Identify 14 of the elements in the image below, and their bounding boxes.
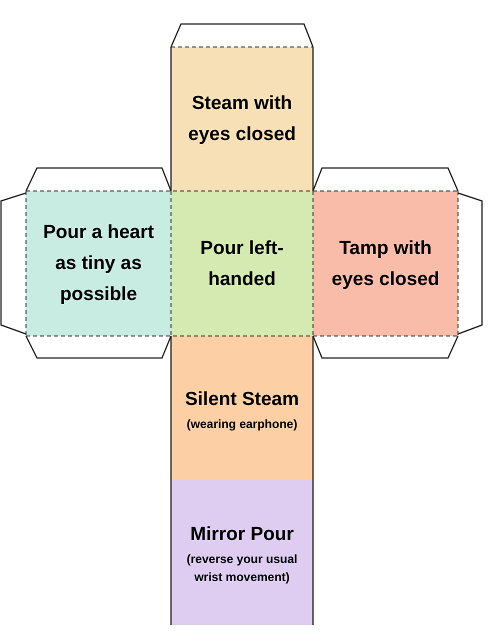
die-face <box>171 336 313 480</box>
face-note: (reverse your usual wrist movement) <box>186 551 298 586</box>
die-face <box>171 47 313 191</box>
face-note: (wearing earphone) <box>186 416 298 432</box>
die-face <box>171 191 313 336</box>
face-title: Silent Steam <box>184 388 300 412</box>
face-title: Tamp with eyes closed <box>330 236 440 292</box>
face-title: Steam with eyes closed <box>187 92 297 147</box>
face-title: Mirror Pour <box>190 523 294 547</box>
die-face <box>313 191 458 336</box>
die-face <box>26 191 171 336</box>
face-title: Pour left-handed <box>199 236 285 292</box>
die-face <box>171 480 313 625</box>
face-title: Pour a heart as tiny as possible <box>42 221 155 307</box>
